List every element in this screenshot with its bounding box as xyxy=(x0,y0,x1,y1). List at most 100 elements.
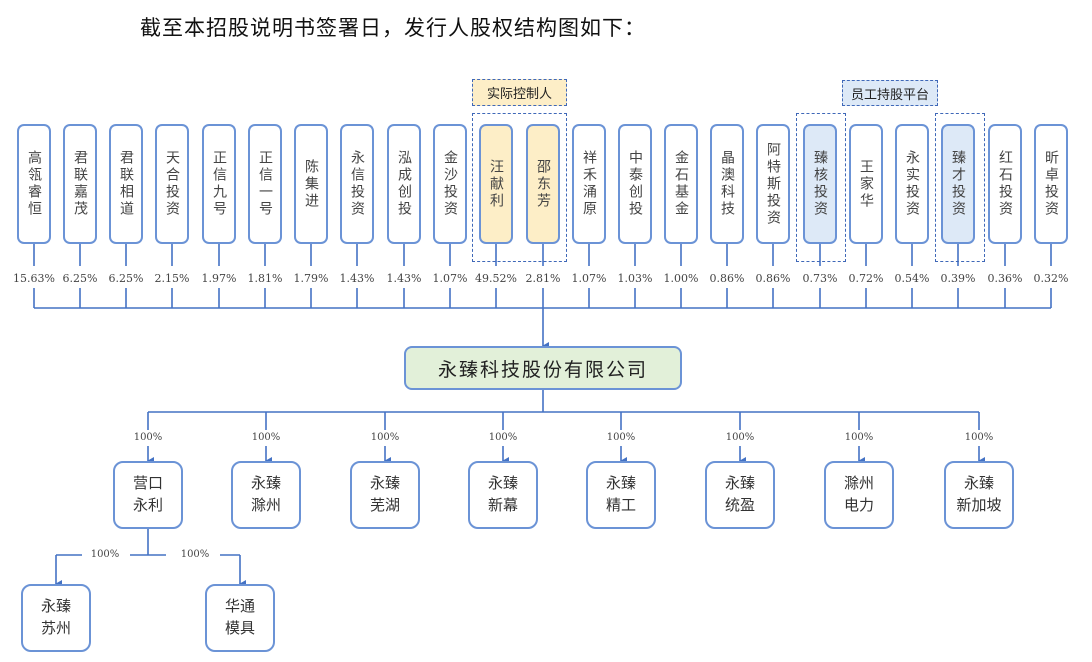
shareholding-percentage: 1.43% xyxy=(339,272,375,285)
subsidiary-name-line1: 滁州 xyxy=(843,474,874,493)
subsidiary-percentage: 100% xyxy=(368,432,402,443)
sub-subsidiary-name-line2: 模具 xyxy=(224,619,255,637)
shareholding-percentage: 0.73% xyxy=(802,272,838,285)
subsidiary-name-line2: 滁州 xyxy=(250,496,281,514)
shareholder-name: 君联嘉茂 xyxy=(72,150,88,218)
shareholder-box: 永实投资 xyxy=(895,124,929,244)
subsidiary-box: 永臻统盈 xyxy=(705,461,775,529)
shareholding-percentage: 0.39% xyxy=(940,272,976,285)
issuer-company-box: 永臻科技股份有限公司 xyxy=(404,346,682,390)
subsidiary-percentage: 100% xyxy=(842,432,876,443)
shareholding-percentage: 6.25% xyxy=(108,272,144,285)
subsidiary-percentage: 100% xyxy=(962,432,996,443)
shareholder-box: 陈集进 xyxy=(294,124,328,244)
sub-subsidiary-percentage: 100% xyxy=(178,549,212,560)
shareholder-name: 永实投资 xyxy=(904,150,920,218)
shareholding-percentage: 0.72% xyxy=(848,272,884,285)
shareholding-percentage: 49.52% xyxy=(475,272,517,285)
shareholder-name: 金沙投资 xyxy=(442,150,458,218)
sub-subsidiary-name-line1: 华通 xyxy=(224,597,255,616)
shareholding-percentage: 15.63% xyxy=(13,272,55,285)
shareholder-name: 王家华 xyxy=(858,158,874,210)
subsidiary-box: 永臻芜湖 xyxy=(350,461,420,529)
subsidiary-percentage: 100% xyxy=(131,432,165,443)
shareholder-box: 红石投资 xyxy=(988,124,1022,244)
shareholding-percentage: 0.36% xyxy=(987,272,1023,285)
shareholder-name: 陈集进 xyxy=(303,158,319,210)
sub-subsidiary-name-line1: 永臻 xyxy=(40,597,71,616)
subsidiary-box: 营口永利 xyxy=(113,461,183,529)
shareholder-box: 王家华 xyxy=(849,124,883,244)
sub-subsidiary-percentage: 100% xyxy=(88,549,122,560)
shareholder-name: 高瓴睿恒 xyxy=(26,150,42,218)
shareholding-percentage: 0.32% xyxy=(1033,272,1069,285)
shareholder-box: 正信九号 xyxy=(202,124,236,244)
sub-subsidiary-box: 永臻苏州 xyxy=(21,584,91,652)
esop-group-label: 员工持股平台 xyxy=(842,80,938,106)
shareholder-box: 祥禾涌原 xyxy=(572,124,606,244)
subsidiary-box: 永臻精工 xyxy=(586,461,656,529)
shareholding-percentage: 1.00% xyxy=(663,272,699,285)
subsidiary-box: 永臻新加坡 xyxy=(944,461,1014,529)
subsidiary-box: 滁州电力 xyxy=(824,461,894,529)
shareholder-box: 昕卓投资 xyxy=(1034,124,1068,244)
shareholder-name: 正信九号 xyxy=(211,150,227,218)
subsidiary-percentage: 100% xyxy=(486,432,520,443)
shareholder-name: 中泰创投 xyxy=(627,150,643,218)
shareholder-box: 泓成创投 xyxy=(387,124,421,244)
shareholder-name: 天合投资 xyxy=(164,150,180,218)
subsidiary-name-line2: 芜湖 xyxy=(369,496,400,514)
shareholder-box: 中泰创投 xyxy=(618,124,652,244)
subsidiary-name-line2: 新加坡 xyxy=(956,496,1002,514)
shareholder-box: 臻核投资 xyxy=(803,124,837,244)
subsidiary-name-line1: 永臻 xyxy=(605,474,636,493)
shareholder-box: 晶澳科技 xyxy=(710,124,744,244)
shareholder-box: 君联嘉茂 xyxy=(63,124,97,244)
shareholder-box: 天合投资 xyxy=(155,124,189,244)
shareholder-name: 臻才投资 xyxy=(950,150,966,218)
shareholding-percentage: 1.97% xyxy=(201,272,237,285)
shareholder-box: 高瓴睿恒 xyxy=(17,124,51,244)
subsidiary-name-line1: 永臻 xyxy=(369,474,400,493)
shareholder-name: 祥禾涌原 xyxy=(581,150,597,218)
shareholding-percentage: 0.86% xyxy=(755,272,791,285)
controller-group-box xyxy=(472,113,567,262)
shareholding-percentage: 0.86% xyxy=(709,272,745,285)
subsidiary-box: 永臻滁州 xyxy=(231,461,301,529)
shareholding-percentage: 1.43% xyxy=(386,272,422,285)
shareholding-percentage: 6.25% xyxy=(62,272,98,285)
shareholder-name: 永信投资 xyxy=(349,150,365,218)
sub-subsidiary-box: 华通模具 xyxy=(205,584,275,652)
esop-group-box-zhenhe xyxy=(796,113,846,262)
shareholder-name: 红石投资 xyxy=(997,150,1013,218)
shareholder-box: 邵东芳 xyxy=(526,124,560,244)
shareholding-percentage: 0.54% xyxy=(894,272,930,285)
shareholder-box: 正信一号 xyxy=(248,124,282,244)
subsidiary-name-line2: 新幕 xyxy=(487,496,518,514)
subsidiary-name-line2: 永利 xyxy=(132,496,163,514)
subsidiary-name-line2: 统盈 xyxy=(724,496,755,514)
subsidiary-name-line2: 精工 xyxy=(605,496,636,514)
shareholder-name: 邵东芳 xyxy=(535,158,551,210)
esop-group-box-zhencai xyxy=(935,113,985,262)
shareholder-box: 君联相道 xyxy=(109,124,143,244)
intro-text: 截至本招股说明书签署日，发行人股权结构图如下： xyxy=(140,16,646,40)
shareholder-name: 君联相道 xyxy=(118,150,134,218)
sub-subsidiary-name-line2: 苏州 xyxy=(40,619,71,637)
shareholding-percentage: 1.07% xyxy=(571,272,607,285)
subsidiary-percentage: 100% xyxy=(723,432,757,443)
shareholding-percentage: 1.03% xyxy=(617,272,653,285)
shareholding-percentage: 1.07% xyxy=(432,272,468,285)
shareholder-name: 汪献利 xyxy=(488,158,504,210)
shareholding-percentage: 1.79% xyxy=(293,272,329,285)
shareholder-box: 阿特斯投资 xyxy=(756,124,790,244)
shareholder-name: 晶澳科技 xyxy=(719,150,735,218)
subsidiary-name-line1: 永臻 xyxy=(963,474,994,493)
shareholder-name: 泓成创投 xyxy=(396,150,412,218)
shareholding-percentage: 1.81% xyxy=(247,272,283,285)
shareholder-box: 永信投资 xyxy=(340,124,374,244)
subsidiary-name-line1: 永臻 xyxy=(250,474,281,493)
shareholder-name: 正信一号 xyxy=(257,150,273,218)
shareholder-name: 阿特斯投资 xyxy=(765,141,781,227)
